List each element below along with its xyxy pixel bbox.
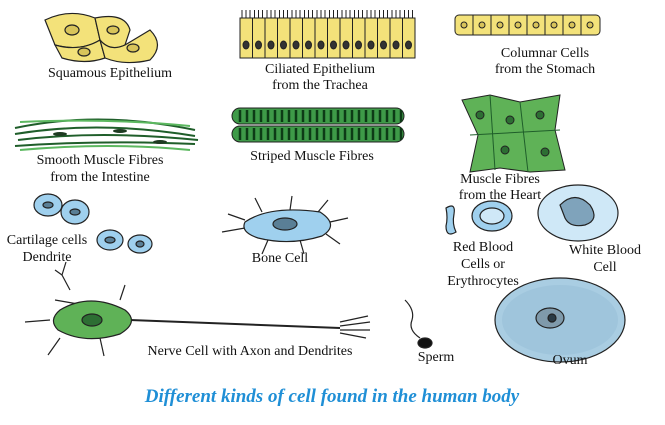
striped-muscle-drawing bbox=[231, 107, 405, 143]
nucleus bbox=[255, 40, 262, 50]
label-ciliated-epithelium-source: from the Trachea bbox=[272, 78, 368, 93]
label-bone-cell: Bone Cell bbox=[251, 251, 309, 266]
nucleus bbox=[478, 21, 486, 29]
label-columnar-cells: Columnar Cells bbox=[500, 46, 590, 61]
squamous-epithelium-drawing bbox=[44, 12, 159, 64]
label-nerve-cell: Nerve Cell with Axon and Dendrites bbox=[147, 344, 353, 359]
label-ciliated-epithelium: Ciliated Epithelium bbox=[264, 62, 376, 77]
label-sperm: Sperm bbox=[417, 350, 455, 365]
figure-caption: Different kinds of cell found in the hum… bbox=[144, 386, 520, 407]
label-white-blood-cell: Cell bbox=[593, 260, 617, 275]
nucleus bbox=[330, 40, 337, 50]
nucleus bbox=[514, 21, 522, 29]
white-blood-cell-drawing bbox=[537, 184, 619, 242]
nucleus bbox=[380, 40, 387, 50]
nucleus bbox=[550, 21, 558, 29]
label-smooth-muscle-source: from the Intestine bbox=[50, 170, 150, 185]
nucleus bbox=[267, 40, 275, 50]
label-cartilage-cells: Cartilage cells bbox=[6, 233, 88, 248]
nucleus bbox=[586, 21, 594, 29]
columnar-cells-drawing bbox=[454, 14, 601, 36]
nucleus bbox=[242, 40, 250, 50]
label-red-blood: Red Blood bbox=[452, 240, 514, 255]
label-dendrite: Dendrite bbox=[22, 250, 72, 265]
nucleus bbox=[305, 40, 312, 50]
cartilage-cells-drawing bbox=[33, 193, 153, 254]
label-striped-muscle: Striped Muscle Fibres bbox=[250, 149, 374, 164]
label-smooth-muscle: Smooth Muscle Fibres bbox=[36, 153, 164, 168]
nucleus bbox=[405, 40, 412, 50]
nucleus bbox=[367, 40, 375, 50]
nucleus bbox=[355, 40, 362, 50]
nucleus bbox=[317, 40, 325, 50]
label-squamous-epithelium: Squamous Epithelium bbox=[47, 66, 173, 81]
label-heart-muscle: Muscle Fibres bbox=[460, 172, 540, 187]
ciliated-epithelium-drawing bbox=[239, 10, 416, 59]
label-ovum: Ovum bbox=[552, 353, 588, 368]
nucleus bbox=[342, 40, 350, 50]
heart-muscle-drawing bbox=[461, 94, 566, 173]
bone-cell-drawing bbox=[221, 195, 349, 255]
label-erythrocytes: Erythrocytes bbox=[447, 274, 519, 289]
ovum-drawing bbox=[494, 277, 626, 363]
label-white-blood: White Blood bbox=[569, 243, 641, 258]
nucleus bbox=[532, 21, 540, 29]
nucleus bbox=[496, 21, 504, 29]
nucleus bbox=[460, 21, 468, 29]
nucleus bbox=[280, 40, 287, 50]
label-heart-muscle-source: from the Heart bbox=[458, 188, 542, 203]
nucleus bbox=[392, 40, 400, 50]
nucleus bbox=[568, 21, 576, 29]
sperm-drawing bbox=[404, 299, 433, 349]
label-cells-or: Cells or bbox=[461, 257, 505, 272]
label-columnar-cells-source: from the Stomach bbox=[494, 62, 596, 77]
nucleus bbox=[292, 40, 300, 50]
nerve-cell-drawing bbox=[24, 261, 371, 357]
red-blood-cells-drawing bbox=[445, 200, 513, 235]
smooth-muscle-drawing bbox=[14, 118, 199, 151]
